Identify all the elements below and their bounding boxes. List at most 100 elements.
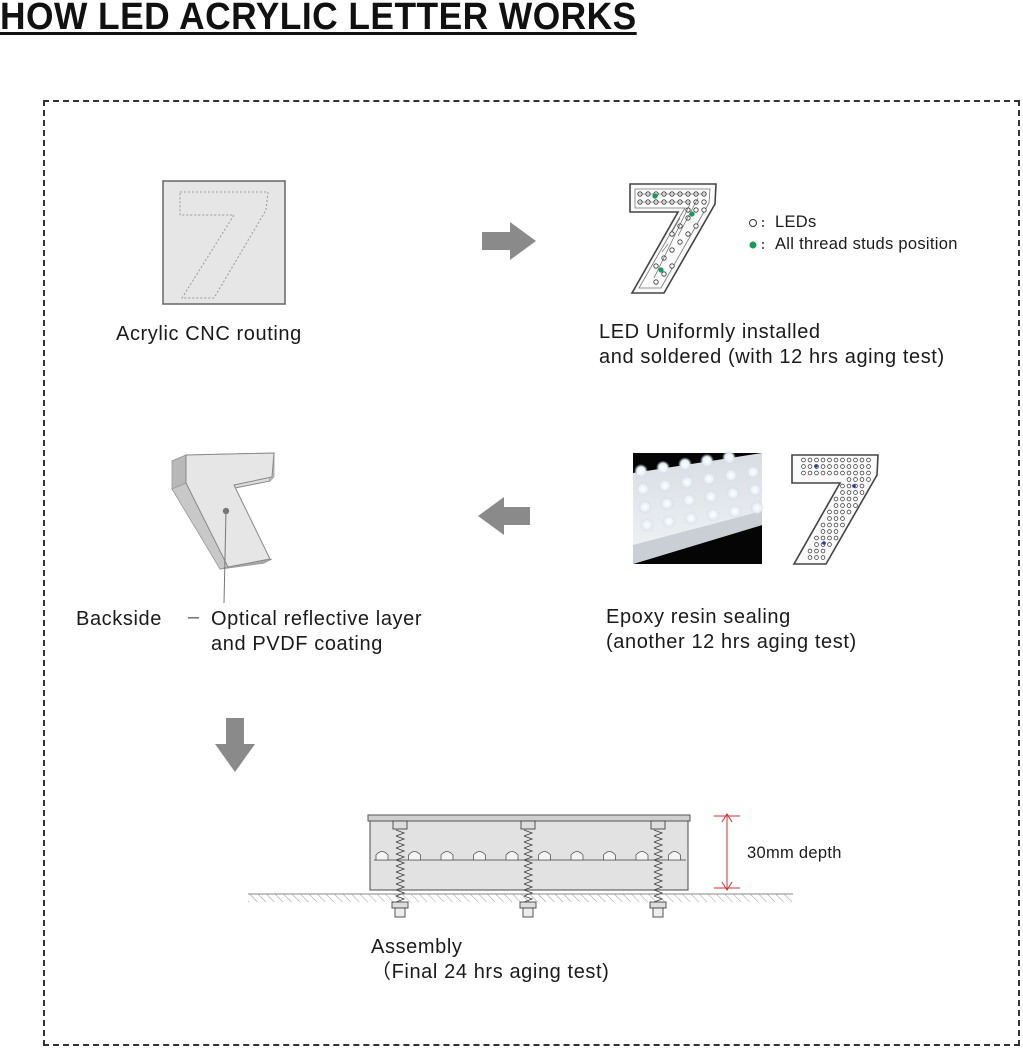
led-dot	[840, 509, 845, 515]
led-dot	[801, 457, 806, 463]
epoxy-line2: (another 12 hrs aging test)	[606, 631, 857, 653]
led-dot	[669, 231, 675, 237]
assembly-led	[538, 851, 551, 861]
epoxy-photo	[633, 450, 764, 564]
backside-line1: Optical reflective layer	[211, 608, 423, 630]
stud-dot	[652, 193, 658, 199]
led-glow	[680, 475, 694, 490]
backside-seven	[171, 452, 276, 604]
led-dot	[840, 516, 845, 521]
led-dot	[846, 457, 852, 463]
led-dot	[807, 470, 813, 476]
led-glow	[658, 478, 672, 493]
epoxy-line1: Epoxy resin sealing	[606, 606, 791, 628]
assembly-line2: （Final 24 hrs aging test)	[371, 961, 610, 983]
stud-thread	[395, 829, 406, 909]
led-dot	[820, 470, 826, 476]
led-dot	[669, 263, 675, 269]
led-dot	[827, 464, 832, 469]
stud-bottom-nut	[394, 907, 406, 918]
assembly-led	[505, 851, 519, 861]
legend-studs-label: All thread studs position	[775, 235, 958, 253]
led-dot	[807, 464, 813, 469]
assembly-led	[603, 851, 616, 861]
led-dot	[833, 516, 839, 521]
led-dot	[833, 529, 839, 534]
assembly-line1: Assembly	[371, 936, 463, 958]
led-dot	[853, 464, 858, 469]
led-dot	[846, 503, 852, 508]
led-dot	[833, 535, 839, 541]
cnc-routing-panel	[162, 180, 286, 305]
led-dot	[840, 496, 845, 502]
led-dot	[840, 503, 845, 508]
led-dot	[827, 535, 832, 541]
epoxy-label: Epoxy resin sealing (another 12 hrs agin…	[606, 605, 857, 655]
led-dot	[820, 457, 826, 463]
led-glow	[700, 453, 714, 468]
led-dot	[827, 509, 832, 515]
led-dot	[846, 477, 852, 482]
led-dot	[859, 477, 865, 482]
led-dot	[827, 529, 832, 534]
led-glow	[724, 468, 738, 483]
led-dot	[807, 457, 813, 463]
led-glow	[662, 514, 676, 529]
led-dot	[853, 477, 858, 482]
led-dot	[846, 464, 852, 469]
led-dot	[827, 516, 832, 521]
led-dot	[866, 477, 871, 482]
diagram-frame	[43, 100, 1020, 1046]
led-glow	[726, 486, 740, 501]
led-dot	[701, 207, 707, 213]
stud-washer	[649, 901, 667, 909]
led-dot	[827, 457, 832, 463]
led-dot	[840, 464, 845, 469]
led-dot	[653, 279, 659, 285]
led-dot	[701, 199, 707, 205]
led-dot	[820, 535, 826, 541]
led-glow	[750, 501, 764, 515]
led-dot	[807, 548, 813, 554]
stud-thread	[653, 829, 664, 909]
led-dot	[846, 496, 852, 502]
led-dot	[814, 457, 819, 463]
led-dot	[846, 490, 852, 495]
stud-washer	[391, 901, 409, 909]
led-dot	[820, 555, 826, 560]
led-glow	[682, 493, 696, 508]
assembly-led	[570, 851, 584, 861]
stud-nut	[650, 820, 666, 830]
led-installed-line2: and soldered (with 12 hrs aging test)	[599, 346, 945, 368]
assembly-led	[375, 851, 389, 861]
stud-bottom-nut	[652, 907, 664, 918]
led-glow	[684, 511, 698, 526]
led-glow	[722, 450, 736, 465]
led-dot	[840, 457, 845, 463]
assembly-label: Assembly （Final 24 hrs aging test)	[371, 935, 609, 985]
stud-dot	[658, 267, 664, 273]
led-dot	[820, 464, 826, 469]
led-dot	[853, 496, 858, 502]
assembly-led	[440, 851, 454, 861]
led-glow	[656, 460, 670, 475]
led-dot	[820, 522, 826, 528]
led-dot	[693, 207, 699, 213]
page-title: HOW LED ACRYLIC LETTER WORKS	[0, 0, 637, 38]
led-glow	[728, 504, 742, 519]
led-dot	[833, 496, 839, 502]
backside-line2: and PVDF coating	[211, 633, 383, 655]
led-glow	[706, 507, 720, 522]
led-dot	[653, 263, 659, 269]
led-dot	[846, 509, 852, 515]
stud-thread	[523, 829, 534, 909]
led-dot	[859, 470, 865, 476]
stud-washer	[519, 901, 537, 909]
led-dot	[866, 470, 871, 476]
led-glow	[638, 500, 652, 514]
led-dot	[866, 464, 871, 469]
legend-stud-icon	[749, 241, 764, 249]
led-installed-line1: LED Uniformly installed	[599, 321, 821, 343]
depth-label: 30mm depth	[747, 844, 842, 862]
led-dot	[661, 271, 667, 277]
